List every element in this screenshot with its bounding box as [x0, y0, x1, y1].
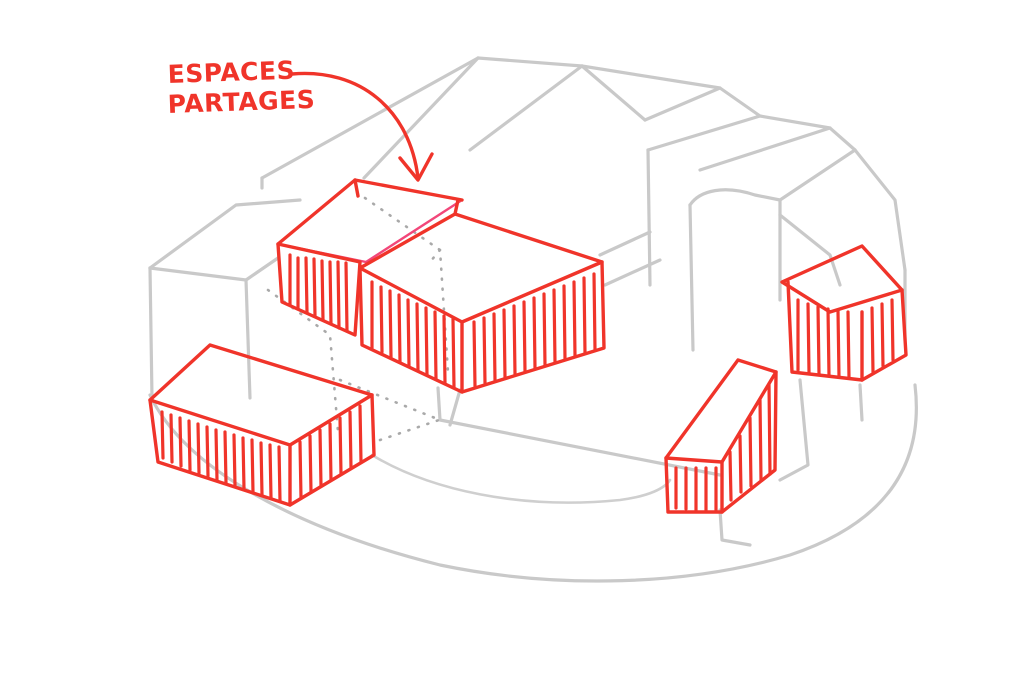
- annotation-label-line1: ESPACES: [167, 56, 295, 89]
- ground-outline: [148, 383, 918, 583]
- hidden-lines: [266, 196, 450, 442]
- back-gabled-building: [260, 56, 907, 287]
- shared-space-front-right: [664, 358, 778, 514]
- shared-space-right: [780, 244, 908, 382]
- right-tower: [688, 148, 907, 482]
- left-block: [148, 198, 302, 400]
- annotation-arrow: [290, 71, 434, 182]
- shared-space-small-center: [276, 178, 464, 337]
- inner-courtyard-curve: [370, 453, 672, 504]
- center-ground-lines: [436, 386, 722, 477]
- annotation-label-line2: PARTAGES: [167, 85, 316, 119]
- shared-space-front-left: [148, 343, 376, 507]
- front-right-base: [718, 508, 752, 547]
- shared-space-large-center: [358, 198, 606, 394]
